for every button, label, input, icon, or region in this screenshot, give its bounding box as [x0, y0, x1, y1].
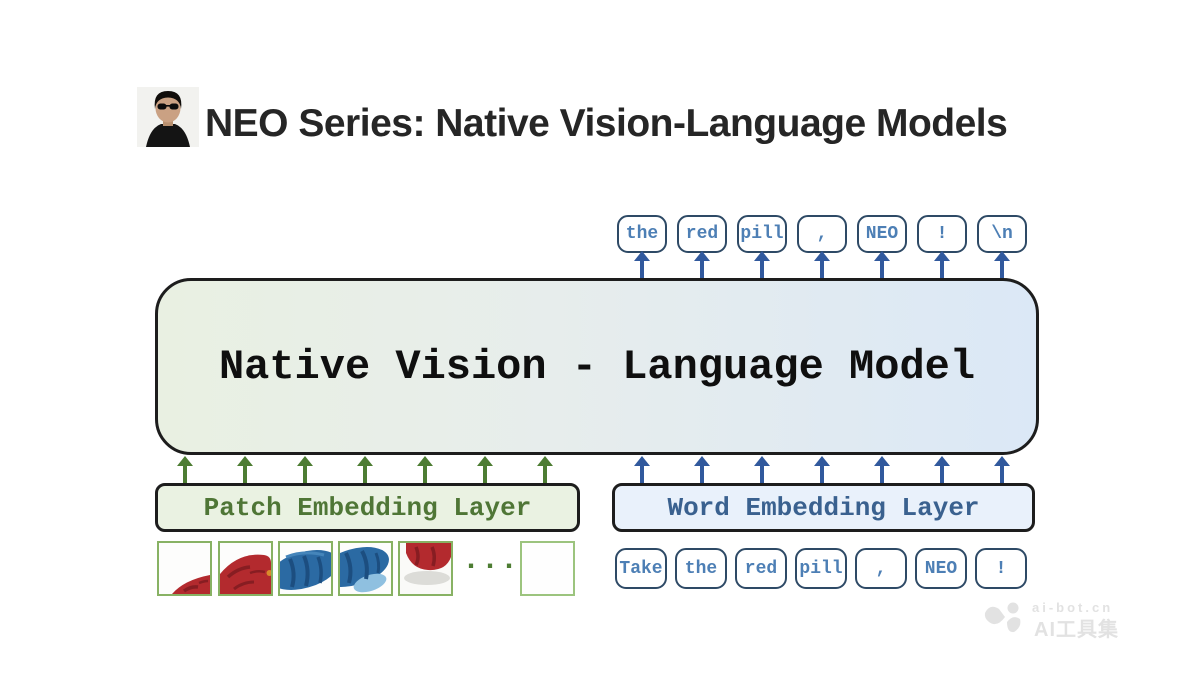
input-token-take: Take [615, 548, 667, 589]
watermark-logo-icon [984, 602, 1021, 633]
watermark-name: AI工具集 [1034, 619, 1119, 641]
up-arrow-blue-icon [994, 456, 1010, 483]
empty-patch [520, 541, 575, 596]
output-token-comma: , [797, 215, 847, 253]
ellipsis-label: ... [462, 544, 520, 578]
watermark-site: ai-bot.cn [1032, 600, 1114, 615]
input-token-neo: NEO [915, 548, 967, 589]
image-patch-3 [278, 541, 333, 596]
page-title: NEO Series: Native Vision-Language Model… [205, 102, 1008, 145]
output-token-red: red [677, 215, 727, 253]
up-arrow-green-icon [297, 456, 313, 483]
input-token-comma: , [855, 548, 907, 589]
up-arrow-green-icon [537, 456, 553, 483]
up-arrow-blue-icon [874, 251, 890, 278]
word-embedding-label: Word Embedding Layer [667, 492, 980, 523]
up-arrow-blue-icon [814, 251, 830, 278]
up-arrow-blue-icon [754, 456, 770, 483]
image-patch-1 [157, 541, 212, 596]
image-patch-2 [218, 541, 273, 596]
word-embedding-box: Word Embedding Layer [612, 483, 1035, 532]
up-arrow-green-icon [417, 456, 433, 483]
up-arrow-green-icon [237, 456, 253, 483]
model-label: Native Vision - Language Model [218, 342, 976, 391]
up-arrow-blue-icon [874, 456, 890, 483]
input-token-bang: ! [975, 548, 1027, 589]
input-token-red: red [735, 548, 787, 589]
input-token-the: the [675, 548, 727, 589]
neo-avatar-image [137, 87, 199, 147]
up-arrow-green-icon [477, 456, 493, 483]
output-token-the: the [617, 215, 667, 253]
output-token-bang: ! [917, 215, 967, 253]
up-arrow-blue-icon [814, 456, 830, 483]
up-arrow-blue-icon [634, 456, 650, 483]
up-arrow-blue-icon [634, 251, 650, 278]
up-arrow-blue-icon [694, 456, 710, 483]
model-box: Native Vision - Language Model [155, 278, 1039, 455]
image-patch-5 [398, 541, 453, 596]
up-arrow-green-icon [357, 456, 373, 483]
output-token-neo: NEO [857, 215, 907, 253]
up-arrow-blue-icon [934, 251, 950, 278]
input-token-pill: pill [795, 548, 847, 589]
up-arrow-blue-icon [934, 456, 950, 483]
image-patch-4 [338, 541, 393, 596]
up-arrow-blue-icon [994, 251, 1010, 278]
up-arrow-blue-icon [754, 251, 770, 278]
up-arrow-blue-icon [694, 251, 710, 278]
output-token-pill: pill [737, 215, 787, 253]
output-token-newline: \n [977, 215, 1027, 253]
up-arrow-green-icon [177, 456, 193, 483]
patch-embedding-box: Patch Embedding Layer [155, 483, 580, 532]
patch-embedding-label: Patch Embedding Layer [203, 492, 532, 523]
